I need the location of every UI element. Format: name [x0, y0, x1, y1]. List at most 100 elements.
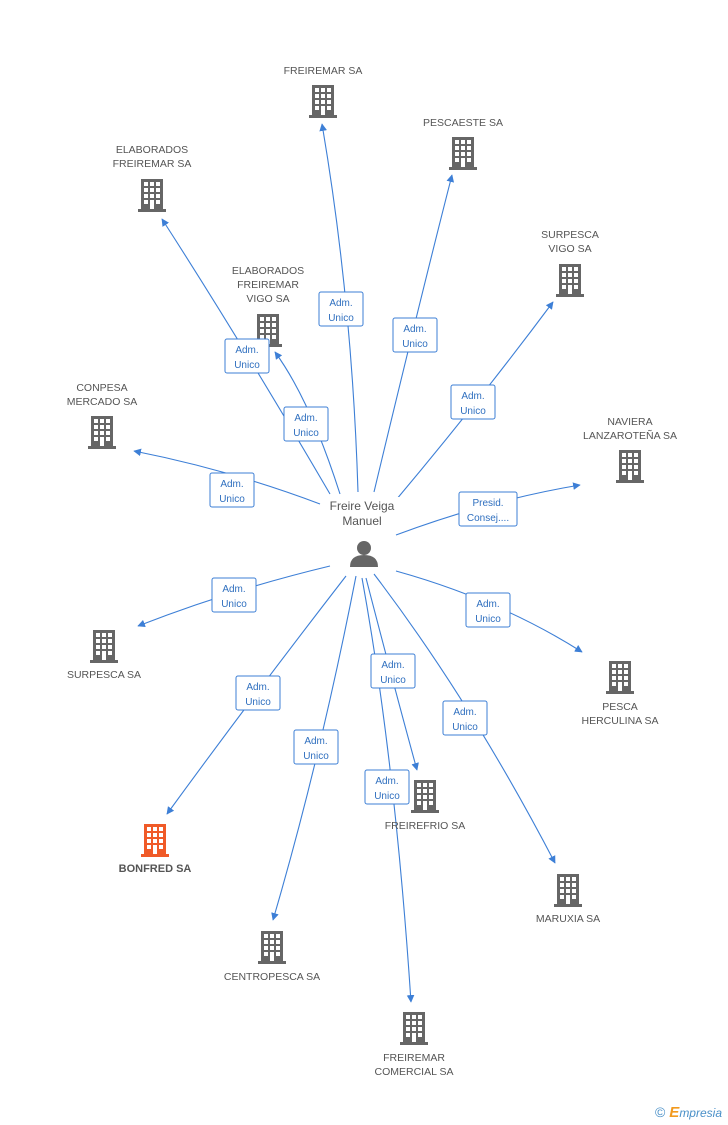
- person-name-label: Manuel: [342, 514, 381, 528]
- role-badge-conpesa[interactable]: Adm.Unico: [209, 472, 255, 508]
- building-icon: [88, 416, 116, 449]
- role-label: Unico: [328, 313, 354, 324]
- building-icon: [258, 931, 286, 964]
- role-label: Adm.: [246, 682, 269, 693]
- company-node-elaborados-vigo[interactable]: ELABORADOS FREIREMAR VIGO SA: [232, 265, 304, 347]
- role-label: Adm.: [403, 324, 426, 335]
- role-badge-box: [458, 491, 518, 527]
- role-label: Consej....: [467, 513, 509, 524]
- building-icon: [411, 780, 439, 813]
- role-badge-box: [211, 577, 257, 613]
- role-badge-box: [442, 700, 488, 736]
- role-badge-box: [235, 675, 281, 711]
- role-label: Adm.: [329, 298, 352, 309]
- company-label: COMERCIAL SA: [375, 1066, 454, 1078]
- role-badge-box: [370, 653, 416, 689]
- role-badge-centropesca[interactable]: Adm. Unico: [293, 729, 339, 765]
- building-icon: [90, 630, 118, 663]
- company-label: PESCA: [602, 701, 638, 713]
- company-label: LANZAROTEÑA SA: [583, 429, 677, 442]
- copyright-symbol: ©: [654, 1104, 666, 1120]
- role-badge-bonfred[interactable]: Adm. Unico: [235, 675, 281, 711]
- company-label: SURPESCA SA: [67, 669, 141, 681]
- role-badge-elaborados-vigo[interactable]: Adm. Unico: [283, 406, 329, 442]
- company-label: MARUXIA SA: [536, 913, 600, 925]
- company-node-elaborados[interactable]: ELABORADOS FREIREMAR SA: [113, 144, 192, 212]
- role-badge-box: [392, 317, 438, 353]
- role-badge-surpesca[interactable]: Adm.Unico: [211, 577, 257, 613]
- role-label: Adm.: [476, 599, 499, 610]
- center-label-bg: [328, 497, 400, 531]
- building-icon: [309, 85, 337, 118]
- company-label: FREIREMAR: [383, 1052, 445, 1064]
- company-label: NAVIERA: [607, 416, 652, 428]
- building-icon: [616, 450, 644, 483]
- company-label: PESCAESTE SA: [423, 117, 503, 129]
- building-icon: [556, 264, 584, 297]
- role-badge-surpesca-vigo[interactable]: Adm.Unico: [450, 384, 496, 420]
- role-badge-box: [364, 769, 410, 805]
- company-node-pescaeste[interactable]: PESCAESTE SA: [423, 117, 503, 170]
- company-label: FREIREMAR SA: [284, 65, 363, 77]
- role-label: Adm.: [375, 776, 398, 787]
- building-icon: [400, 1012, 428, 1045]
- role-label: Unico: [380, 675, 406, 686]
- company-label: SURPESCA: [541, 229, 599, 241]
- brand-logo-initial: E: [669, 1104, 680, 1121]
- company-label: MERCADO SA: [67, 396, 138, 408]
- role-label: Adm.: [304, 736, 327, 747]
- company-node-pesca-herculina[interactable]: PESCA HERCULINA SA: [581, 661, 659, 727]
- building-icon: [138, 179, 166, 212]
- company-node-bonfred[interactable]: BONFRED SA: [119, 824, 192, 875]
- company-label: VIGO SA: [246, 293, 289, 305]
- role-badge-freiremar[interactable]: Adm. Unico: [318, 291, 364, 327]
- role-badge-pesca-herculina[interactable]: Adm.Unico: [465, 592, 511, 628]
- role-label: Unico: [293, 428, 319, 439]
- role-badge-freiremar-comercial[interactable]: Adm. Unico: [364, 769, 410, 805]
- company-node-freiremar-comercial[interactable]: FREIREMAR COMERCIAL SA: [375, 1012, 454, 1078]
- role-badge-maruxia[interactable]: Adm. Unico: [442, 700, 488, 736]
- role-badge-elaborados[interactable]: Adm.Unico: [224, 338, 270, 374]
- role-label: Unico: [303, 751, 329, 762]
- company-label: BONFRED SA: [119, 863, 192, 875]
- role-label: Adm.: [294, 413, 317, 424]
- company-label: CENTROPESCA SA: [224, 971, 320, 983]
- role-label: Unico: [402, 339, 428, 350]
- company-node-centropesca[interactable]: CENTROPESCA SA: [224, 931, 320, 983]
- role-badge-box: [224, 338, 270, 374]
- role-badge-freirefrio[interactable]: Adm. Unico: [370, 653, 416, 689]
- company-node-freirefrio[interactable]: FREIREFRIO SA: [385, 780, 466, 832]
- role-badge-box: [209, 472, 255, 508]
- role-label: Presid.: [472, 498, 503, 509]
- role-label: Unico: [234, 360, 260, 371]
- building-icon: [141, 824, 169, 857]
- company-label: FREIREMAR SA: [113, 158, 192, 170]
- role-label: Unico: [374, 791, 400, 802]
- role-badge-pescaeste[interactable]: Adm. Unico: [392, 317, 438, 353]
- role-label: Adm.: [461, 391, 484, 402]
- footer-brand: ©Empresia: [655, 1104, 722, 1121]
- company-node-freiremar[interactable]: FREIREMAR SA: [284, 65, 363, 118]
- role-label: Adm.: [220, 479, 243, 490]
- role-label: Unico: [452, 722, 478, 733]
- building-icon: [554, 874, 582, 907]
- role-badge-box: [318, 291, 364, 327]
- role-badge-naviera[interactable]: Presid. Consej....: [458, 491, 518, 527]
- role-label: Unico: [221, 599, 247, 610]
- person-icon: [350, 541, 378, 567]
- role-label: Adm.: [453, 707, 476, 718]
- company-node-maruxia[interactable]: MARUXIA SA: [536, 874, 600, 925]
- role-label: Unico: [245, 697, 271, 708]
- company-label: HERCULINA SA: [581, 715, 658, 727]
- role-badge-box: [283, 406, 329, 442]
- role-label: Adm.: [381, 660, 404, 671]
- company-label: FREIREMAR: [237, 279, 299, 291]
- company-node-surpesca[interactable]: SURPESCA SA: [67, 630, 141, 681]
- company-label: ELABORADOS: [116, 144, 188, 156]
- company-label: ELABORADOS: [232, 265, 304, 277]
